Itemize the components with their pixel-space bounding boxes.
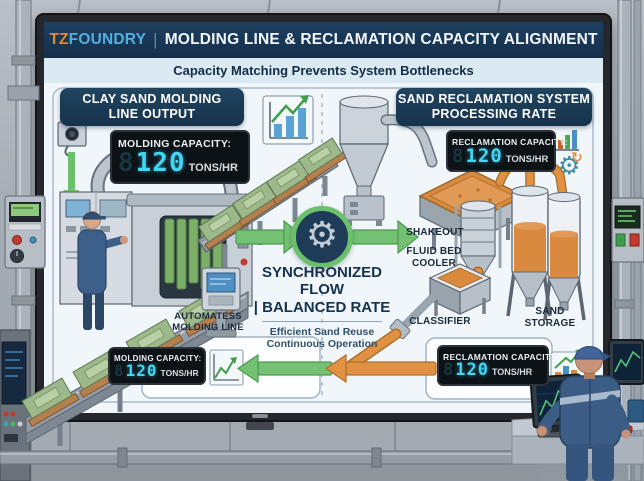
wall-monitor bbox=[608, 339, 644, 385]
molding-capacity-display-bottom: MOLDING CAPACITY: 8 120 TONS/HR bbox=[108, 347, 206, 385]
cabinet-slot bbox=[4, 434, 18, 442]
green-button[interactable] bbox=[615, 233, 626, 247]
molding-line-label: AUTOMATESS MOLDING LINE bbox=[172, 311, 244, 334]
brand-suffix: FOUNDRY bbox=[68, 31, 147, 48]
capacity-value: 120 bbox=[125, 360, 158, 380]
capacity-value: 120 bbox=[135, 148, 186, 178]
wall-control-box-right bbox=[611, 197, 644, 263]
reclamation-capacity-display: RECLAMATION CAPACITY: 8 120 TONS/HR bbox=[446, 130, 568, 172]
caption-divider bbox=[262, 320, 382, 322]
red-button[interactable] bbox=[629, 233, 640, 247]
console-button[interactable] bbox=[608, 427, 616, 435]
screen-brand-notch bbox=[252, 414, 268, 418]
console-button[interactable] bbox=[619, 425, 633, 434]
page-title: MOLDING LINE & RECLAMATION CAPACITY ALIG… bbox=[164, 31, 598, 48]
control-dial[interactable] bbox=[10, 249, 24, 263]
reclamation-capacity-display-bottom: RECLAMATION CAPACITY: 8 120 TONS/HR bbox=[437, 345, 559, 386]
sand-storage-label: SAND STORAGE bbox=[524, 306, 576, 329]
red-button[interactable] bbox=[12, 235, 22, 245]
title-divider: | bbox=[153, 30, 158, 49]
console-button[interactable] bbox=[598, 429, 606, 437]
shakeout-label: SHAKEOUT bbox=[406, 227, 464, 238]
cabinet-screen bbox=[1, 341, 27, 405]
recycle-arrow-icon: ↻ bbox=[571, 150, 583, 166]
capacity-value: 120 bbox=[465, 144, 503, 167]
bottom-wall-pipe bbox=[0, 447, 644, 468]
sync-gear-emblem: ⚙ bbox=[291, 206, 353, 268]
cooler-label: FLUID BED COOLER bbox=[406, 246, 462, 269]
capacity-value: 120 bbox=[455, 360, 489, 380]
molding-capacity-display: MOLDING CAPACITY: 8 120 TONS/HR bbox=[110, 130, 250, 184]
left-panel-header: CLAY SAND MOLDING LINE OUTPUT bbox=[60, 88, 244, 126]
right-wall-pipes bbox=[614, 0, 642, 481]
gear-icon: ⚙ bbox=[305, 214, 339, 256]
classifier-label: CLASSIFIER bbox=[409, 316, 471, 327]
control-cabinet-left bbox=[0, 329, 31, 481]
sync-flow-caption: SYNCHRONIZED FLOW | BALANCED RATE Effici… bbox=[253, 264, 391, 351]
page-subtitle: Capacity Matching Prevents System Bottle… bbox=[44, 58, 603, 83]
console-keyboard[interactable] bbox=[537, 423, 587, 438]
brand-prefix: TZ bbox=[49, 31, 69, 48]
right-panel-header: SAND RECLAMATION SYSTEM PROCESSING RATE bbox=[396, 88, 592, 126]
recycle-gear-icon: ⚙ ↻ bbox=[556, 151, 586, 183]
screen-mount bbox=[246, 422, 274, 430]
wall-band bbox=[0, 422, 644, 481]
